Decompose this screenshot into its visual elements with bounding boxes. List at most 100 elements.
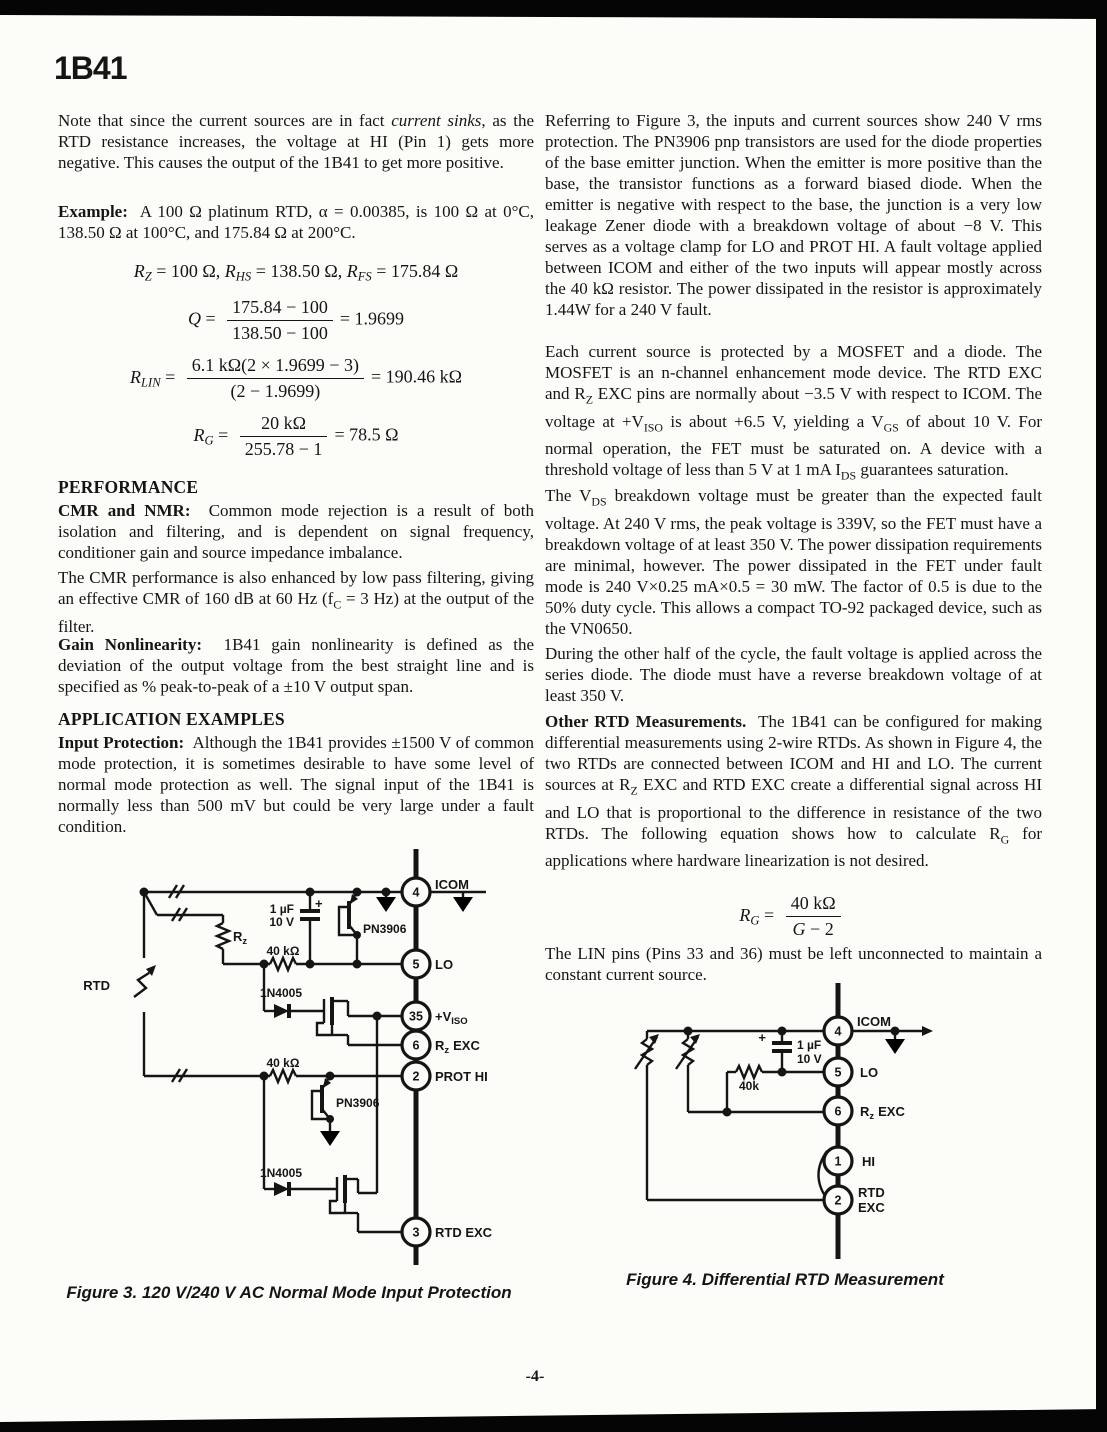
ground-icon-q2 bbox=[320, 1131, 340, 1146]
eq-rlin-lhs: RLIN = bbox=[130, 366, 180, 389]
rtd-1-icon bbox=[634, 1034, 659, 1070]
svg-text:4: 4 bbox=[835, 1025, 842, 1039]
equation-rlin: RLIN = 6.1 kΩ(2 × 1.9699 − 3)(2 − 1.9699… bbox=[58, 355, 534, 402]
q2-label: PN3906 bbox=[336, 1096, 380, 1110]
eq-rg-lhs: RG = bbox=[193, 424, 233, 447]
svg-text:5: 5 bbox=[413, 958, 420, 972]
q1-label: PN3906 bbox=[363, 922, 407, 936]
r40-bottom-label: 40 kΩ bbox=[267, 1056, 300, 1070]
pin-icom-label-fig4: ICOM bbox=[857, 1014, 891, 1029]
page-top-border bbox=[0, 0, 1107, 19]
paragraph-input-protection: Input Protection: Although the 1B41 prov… bbox=[58, 733, 534, 836]
page-number: -4- bbox=[525, 1368, 545, 1385]
page-title: 1B41 bbox=[54, 50, 127, 86]
svg-text:1: 1 bbox=[835, 1155, 842, 1169]
paragraph-cmr-nmr: CMR and NMR: Common mode rejection is a … bbox=[58, 501, 534, 562]
rtd-label: RTD bbox=[83, 978, 110, 993]
rtd-icon bbox=[117, 958, 171, 1012]
diode-1n4005-top-icon bbox=[274, 1004, 291, 1018]
eq-q-rhs: = 1.9699 bbox=[339, 308, 404, 329]
svg-text:6: 6 bbox=[835, 1105, 842, 1119]
cap-value-label-fig4: 1 µF bbox=[797, 1038, 821, 1052]
mosfet-1-icon bbox=[322, 997, 334, 1025]
figure3-caption: Figure 3. 120 V/240 V AC Normal Mode Inp… bbox=[66, 1283, 512, 1302]
fig4-junction-dots bbox=[683, 1026, 900, 1117]
pin-lo-label-fig4: LO bbox=[860, 1065, 878, 1080]
d2-label: 1N4005 bbox=[260, 1166, 302, 1180]
paragraph-other-rtd: Other RTD Measurements. The 1B41 can be … bbox=[545, 712, 1043, 871]
figure4-caption: Figure 4. Differential RTD Measurement bbox=[626, 1270, 944, 1289]
page-right-border bbox=[1096, 0, 1107, 1432]
fig3-component-labels: RTD Rz 1 µF 10 V + 40 kΩ 40 kΩ 1N4005 1N… bbox=[83, 896, 406, 1180]
resistor-40k-icon bbox=[734, 1062, 764, 1082]
capacitor-icon-fig4 bbox=[772, 1041, 792, 1053]
svg-text:4: 4 bbox=[413, 886, 420, 900]
figure3-schematic: RTD Rz 1 µF 10 V + 40 kΩ 40 kΩ 1N4005 1N… bbox=[83, 849, 493, 1265]
paragraph-example: Example: A 100 Ω platinum RTD, α = 0.003… bbox=[58, 202, 534, 242]
paragraph-cmr-filtering: The CMR performance is also enhanced by … bbox=[58, 568, 534, 636]
pin-lo-label: LO bbox=[435, 957, 453, 972]
rtd-2-icon bbox=[675, 1034, 700, 1070]
fig3-break-marks bbox=[167, 884, 189, 1083]
rz-label: Rz bbox=[233, 929, 247, 947]
svg-text:2: 2 bbox=[835, 1194, 842, 1208]
pin-viso-label: +VISO bbox=[435, 1009, 468, 1027]
cap-voltage-label: 10 V bbox=[269, 915, 294, 929]
paragraph-during: During the other half of the cycle, the … bbox=[545, 644, 1042, 705]
paragraph-lin-pins: The LIN pins (Pins 33 and 36) must be le… bbox=[545, 944, 1042, 984]
performance-heading: PERFORMANCE bbox=[58, 477, 199, 497]
rz-resistor-icon bbox=[213, 921, 233, 951]
resistor-40k-bottom-icon bbox=[268, 1066, 298, 1086]
paragraph-referring: Referring to Figure 3, the inputs and cu… bbox=[545, 111, 1042, 319]
svg-text:3: 3 bbox=[413, 1226, 420, 1240]
pin-icom-label: ICOM bbox=[435, 877, 469, 892]
page-bottom-border bbox=[0, 1409, 1107, 1432]
r40-label-fig4: 40k bbox=[739, 1079, 759, 1093]
pnp-transistor-q2-icon bbox=[310, 1075, 332, 1131]
paragraph-gain-nonlinearity: Gain Nonlinearity: 1B41 gain nonlinearit… bbox=[58, 635, 534, 696]
mosfet-2-icon bbox=[335, 1175, 347, 1203]
application-heading: APPLICATION EXAMPLES bbox=[58, 709, 285, 729]
ground-icon-right bbox=[453, 892, 473, 912]
svg-text:5: 5 bbox=[835, 1066, 842, 1080]
diode-1n4005-bottom-icon bbox=[274, 1182, 291, 1196]
fig4-component-labels: + 1 µF 10 V 40k bbox=[739, 1030, 822, 1093]
eq-rg2-lhs: RG = bbox=[739, 904, 779, 927]
eq-rlin-fraction: 6.1 kΩ(2 × 1.9699 − 3)(2 − 1.9699) bbox=[186, 355, 364, 402]
resistor-40k-top-icon bbox=[268, 954, 298, 974]
eq-rg-rhs: = 78.5 Ω bbox=[334, 424, 399, 445]
pin-hi-label-fig4: HI bbox=[862, 1154, 875, 1169]
paragraph-current-sinks: Note that since the current sources are … bbox=[58, 111, 534, 172]
cap-value-label: 1 µF bbox=[270, 902, 294, 916]
pin-exc-label-fig4: EXC bbox=[858, 1200, 885, 1215]
pin-rtdexc-label: RTD EXC bbox=[435, 1225, 493, 1240]
paragraph-mosfet: Each current source is protected by a MO… bbox=[545, 342, 1043, 483]
svg-text:35: 35 bbox=[409, 1010, 423, 1024]
fig3-wires bbox=[142, 849, 486, 1265]
cap-plus-label: + bbox=[315, 896, 323, 911]
eq-rlin-rhs: = 190.46 kΩ bbox=[370, 366, 462, 387]
equation-r-values: RZ = 100 Ω, RHS = 138.50 Ω, RFS = 175.84… bbox=[133, 261, 459, 284]
paragraph-vds: The VDS breakdown voltage must be greate… bbox=[545, 486, 1043, 638]
cap-plus-label-fig4: + bbox=[758, 1030, 766, 1045]
fig3-junction-dots bbox=[139, 887, 391, 1123]
pin-rtd-label-fig4: RTD bbox=[858, 1185, 885, 1200]
pin-prothi-label: PROT HI bbox=[435, 1069, 488, 1084]
r40-top-label: 40 kΩ bbox=[267, 944, 300, 958]
pnp-transistor-q1-icon bbox=[337, 891, 359, 964]
svg-text:2: 2 bbox=[413, 1070, 420, 1084]
svg-text:6: 6 bbox=[413, 1039, 420, 1053]
cap-voltage-label-fig4: 10 V bbox=[797, 1052, 822, 1066]
d1-label: 1N4005 bbox=[260, 986, 302, 1000]
